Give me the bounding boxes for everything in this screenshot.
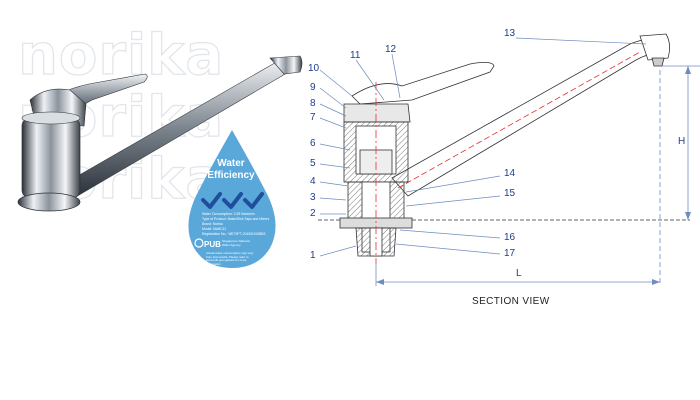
callout-2: 2 [310, 208, 316, 219]
pub-logo-subtext: Singapore's National Water Agency [222, 239, 250, 247]
water-efficiency-label [188, 130, 276, 268]
callout-1: 1 [310, 250, 316, 261]
section-view-caption: SECTION VIEW [472, 296, 550, 307]
pub-logo-icon [194, 238, 204, 248]
callout-6: 6 [310, 138, 316, 149]
label-detail: Registration No.: WE73PT-2019/02/09853 [202, 232, 266, 236]
tick-icon [222, 192, 243, 209]
label-detail: Type of Product: Basin/Sink Taps and Mix… [202, 217, 270, 221]
faucet-photo [17, 55, 303, 212]
callout-9: 9 [310, 82, 316, 93]
callout-16: 16 [504, 232, 516, 243]
label-detail: Model: MA8C11 [202, 227, 227, 231]
tick-icon [201, 192, 222, 209]
label-detail: Brand: Norika [202, 222, 223, 226]
callout-14: 14 [504, 168, 516, 179]
callout-8: 8 [310, 98, 316, 109]
label-detail: Water Consumption: 3.25 litres/min [202, 212, 255, 216]
label-title-line1: Water [217, 158, 245, 169]
label-footnote: Actual water consumption may vary from t… [206, 251, 254, 266]
section-drawing [318, 33, 700, 286]
callout-13: 13 [504, 28, 516, 39]
label-title: Water Efficiency [190, 158, 272, 182]
dimension-h-label: H [678, 136, 686, 147]
callout-17: 17 [504, 248, 516, 259]
callout-10: 10 [308, 63, 320, 74]
callout-5: 5 [310, 158, 316, 169]
tick-icon [243, 192, 264, 209]
callout-4: 4 [310, 176, 316, 187]
callout-3: 3 [310, 192, 316, 203]
callout-11: 11 [350, 50, 361, 61]
callout-leaders [319, 37, 647, 257]
callout-15: 15 [504, 188, 516, 199]
dimension-l-label: L [516, 268, 522, 279]
pub-logo-text: PUB [204, 240, 221, 249]
watermark-text: norika [17, 23, 225, 88]
callout-7: 7 [310, 112, 316, 123]
callout-12: 12 [385, 44, 397, 55]
label-title-line2: Efficiency [207, 170, 255, 181]
